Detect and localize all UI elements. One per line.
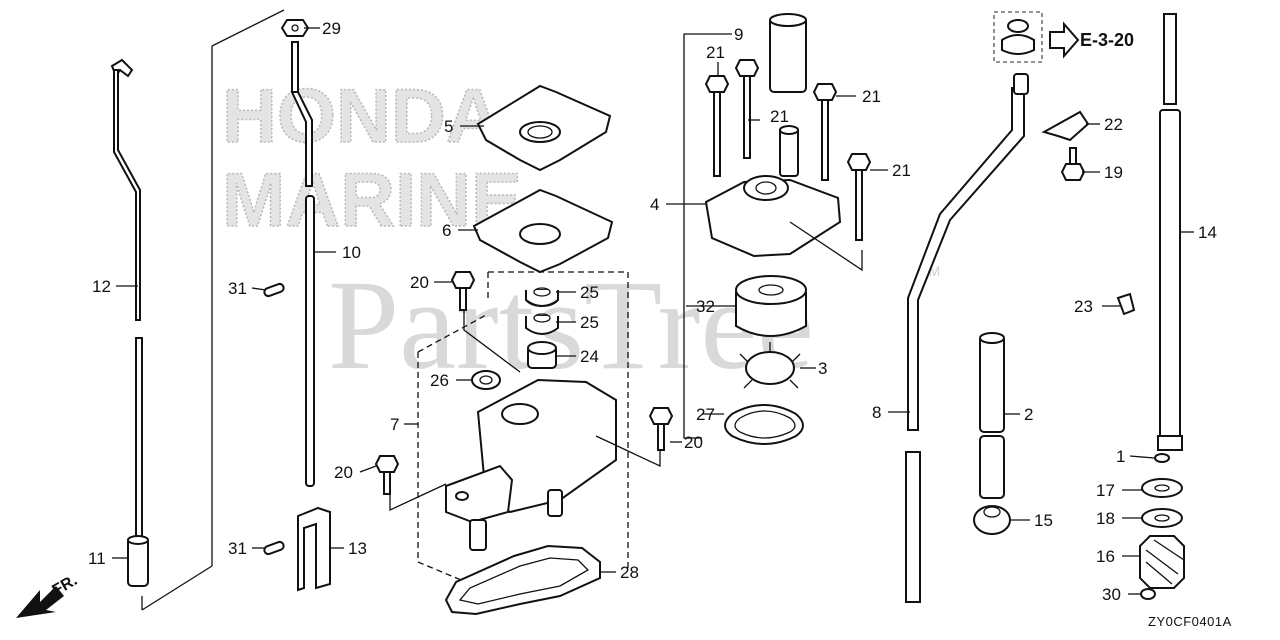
part-1-washer <box>1154 453 1170 463</box>
callout-32: 32 <box>696 297 715 316</box>
part-16-gear <box>1139 535 1185 589</box>
part-3-impeller <box>739 342 801 389</box>
callout-1: 1 <box>1116 447 1125 466</box>
callout-24: 24 <box>580 347 599 366</box>
part-14-shaft <box>1157 13 1183 451</box>
callout-6: 6 <box>442 221 451 240</box>
honda-marine-watermark: HONDA MARINE <box>221 73 522 244</box>
callout-21-a: 21 <box>706 43 725 62</box>
callout-19: 19 <box>1104 163 1123 182</box>
part-28-gasket <box>444 544 601 616</box>
part-10-rod <box>290 41 315 487</box>
diagram-code: ZY0CF0401A <box>1148 614 1232 629</box>
part-31-pin-upper <box>263 282 285 298</box>
part-25-bearing-upper <box>525 287 559 307</box>
callout-26: 26 <box>430 371 449 390</box>
part-27-o-ring <box>724 404 804 445</box>
reference-callout <box>993 11 1080 63</box>
part-18-washer <box>1141 508 1183 528</box>
part-19-bolt <box>1060 147 1086 181</box>
callout-31-lower: 31 <box>228 539 247 558</box>
reference-arrow-icon <box>1049 21 1080 59</box>
callout-3: 3 <box>818 359 827 378</box>
part-5-plate <box>476 84 612 172</box>
callout-17: 17 <box>1096 481 1115 500</box>
callout-10: 10 <box>342 243 361 262</box>
part-20-bolt-right <box>648 407 674 451</box>
watermark-brand-line1: HONDA <box>222 74 501 159</box>
part-9-group-bracket <box>683 33 732 439</box>
part-20-bolt-left <box>374 455 400 495</box>
callout-22: 22 <box>1104 115 1123 134</box>
part-12-rod <box>110 58 143 539</box>
callout-12: 12 <box>92 277 111 296</box>
watermark-site: PartsTree <box>328 254 814 396</box>
callout-29: 29 <box>322 19 341 38</box>
callout-25-lower: 25 <box>580 313 599 332</box>
callout-8: 8 <box>872 403 881 422</box>
callout-23: 23 <box>1074 297 1093 316</box>
callout-labels: 29 5 6 12 10 31 20 25 25 24 26 7 20 20 3… <box>88 19 1217 604</box>
part-29-nut <box>280 19 310 37</box>
part-2-tube <box>979 332 1005 499</box>
callout-5: 5 <box>444 117 453 136</box>
callout-20-left: 20 <box>334 463 353 482</box>
part-26-bearing <box>471 370 501 390</box>
callout-18: 18 <box>1096 509 1115 528</box>
part-30-washer <box>1140 588 1156 600</box>
part-31-pin-lower <box>263 540 285 556</box>
part-21-bolt-c <box>812 83 838 181</box>
callout-16: 16 <box>1096 547 1115 566</box>
callout-20-upper: 20 <box>410 273 429 292</box>
callout-21-c: 21 <box>862 87 881 106</box>
callout-13: 13 <box>348 539 367 558</box>
part-25-bearing-lower <box>525 313 559 335</box>
callout-28: 28 <box>620 563 639 582</box>
callout-21-d: 21 <box>892 161 911 180</box>
callout-15: 15 <box>1034 511 1053 530</box>
part-11-sleeve <box>127 535 149 587</box>
callout-27: 27 <box>696 405 715 424</box>
part-21-bolt-a <box>704 75 730 177</box>
part-17-washer <box>1141 478 1183 498</box>
part-24-bearing <box>527 341 557 369</box>
partstree-watermark: PartsTree TM <box>328 254 940 396</box>
callout-30: 30 <box>1102 585 1121 604</box>
callout-9: 9 <box>734 25 743 44</box>
assembly-leader-lines <box>389 310 661 512</box>
callout-31-upper: 31 <box>228 279 247 298</box>
part-13-clip <box>297 506 331 592</box>
left-frame-lines <box>141 9 285 611</box>
part-8-tube <box>905 73 1029 603</box>
callout-2: 2 <box>1024 405 1033 424</box>
part-6-gasket <box>472 188 614 274</box>
callout-25-upper: 25 <box>580 283 599 302</box>
callout-11: 11 <box>88 549 106 568</box>
part-15-grommet <box>973 505 1011 535</box>
part-7-pump-housing <box>445 378 617 551</box>
part-7-assembly-box <box>417 271 629 583</box>
watermark-brand-line2: MARINE <box>222 158 522 243</box>
part-23-clip <box>1116 292 1136 316</box>
callout-21-b: 21 <box>770 107 789 126</box>
callout-20-right: 20 <box>684 433 703 452</box>
callout-4: 4 <box>650 195 659 214</box>
part-4-pump-cover <box>704 125 863 272</box>
part-22-clip <box>1041 110 1090 142</box>
part-21-bolt-d <box>846 153 872 241</box>
part-20-bolt-upper <box>450 271 476 311</box>
callout-14: 14 <box>1198 223 1217 242</box>
callout-7: 7 <box>390 415 399 434</box>
part-32-liner <box>735 275 807 337</box>
front-direction-arrow-icon <box>16 586 64 618</box>
part-21-bolt-b <box>734 59 760 159</box>
reference-label: E-3-20 <box>1080 30 1134 50</box>
leader-lines <box>112 27 1194 595</box>
part-9-tube <box>769 13 807 93</box>
